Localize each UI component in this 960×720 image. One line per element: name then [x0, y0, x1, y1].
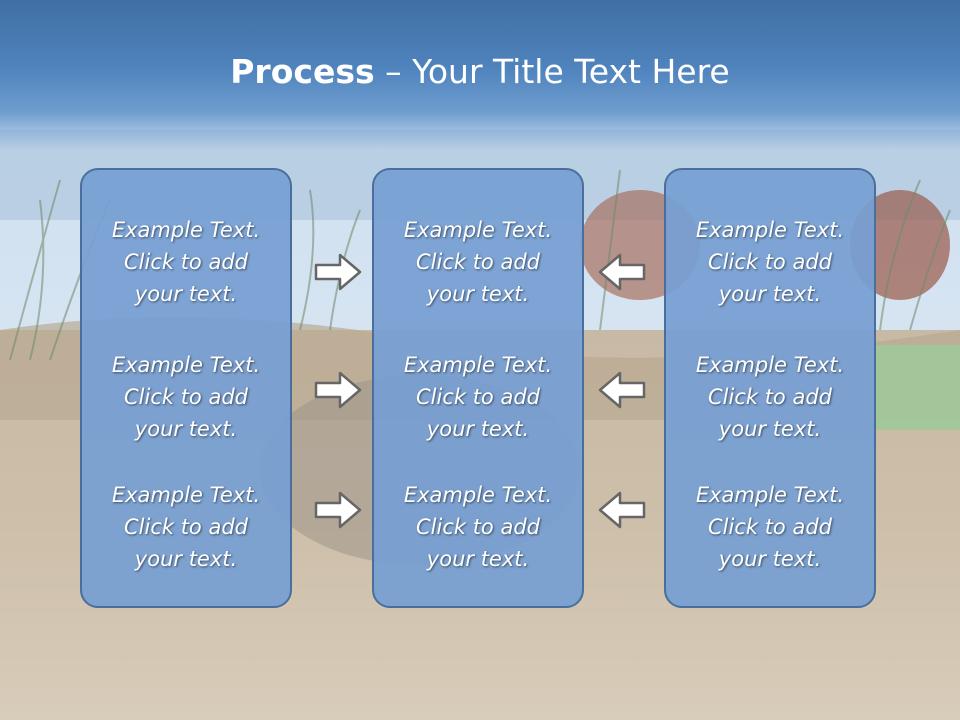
text-placeholder[interactable]: Example Text. Click to add your text.: [374, 349, 582, 445]
right-arrow-icon[interactable]: [314, 252, 362, 292]
text-line: Example Text.: [695, 483, 845, 507]
left-arrow-icon[interactable]: [598, 252, 646, 292]
text-placeholder[interactable]: Example Text. Click to add your text.: [666, 479, 874, 575]
text-line: Click to add: [123, 385, 248, 409]
text-line: Example Text.: [111, 218, 261, 242]
text-placeholder[interactable]: Example Text. Click to add your text.: [374, 479, 582, 575]
text-line: Example Text.: [403, 483, 553, 507]
text-line: Click to add: [707, 385, 832, 409]
right-arrow-icon[interactable]: [314, 370, 362, 410]
text-line: Example Text.: [695, 353, 845, 377]
text-line: Click to add: [415, 385, 540, 409]
text-line: Example Text.: [403, 353, 553, 377]
text-line: Click to add: [415, 250, 540, 274]
text-line: Click to add: [123, 515, 248, 539]
text-line: your text.: [426, 282, 530, 306]
text-line: Example Text.: [695, 218, 845, 242]
text-line: Click to add: [123, 250, 248, 274]
text-line: your text.: [426, 547, 530, 571]
text-line: Click to add: [707, 250, 832, 274]
text-placeholder[interactable]: Example Text. Click to add your text.: [82, 479, 290, 575]
slide-title-rest: – Your Title Text Here: [374, 52, 730, 91]
text-line: Example Text.: [111, 353, 261, 377]
text-line: your text.: [426, 417, 530, 441]
process-panel-left[interactable]: Example Text. Click to add your text. Ex…: [80, 168, 292, 608]
text-line: Example Text.: [111, 483, 261, 507]
text-line: Click to add: [415, 515, 540, 539]
text-placeholder[interactable]: Example Text. Click to add your text.: [82, 349, 290, 445]
text-placeholder[interactable]: Example Text. Click to add your text.: [666, 214, 874, 310]
slide-title-bold: Process: [230, 52, 375, 91]
text-line: Example Text.: [403, 218, 553, 242]
text-line: your text.: [134, 417, 238, 441]
process-panel-center[interactable]: Example Text. Click to add your text. Ex…: [372, 168, 584, 608]
text-line: your text.: [134, 547, 238, 571]
text-line: your text.: [134, 282, 238, 306]
text-line: your text.: [718, 417, 822, 441]
text-placeholder[interactable]: Example Text. Click to add your text.: [374, 214, 582, 310]
text-placeholder[interactable]: Example Text. Click to add your text.: [82, 214, 290, 310]
left-arrow-icon[interactable]: [598, 370, 646, 410]
text-line: your text.: [718, 282, 822, 306]
slide-title[interactable]: Process – Your Title Text Here: [0, 52, 960, 91]
right-arrow-icon[interactable]: [314, 490, 362, 530]
text-line: your text.: [718, 547, 822, 571]
title-bar: [0, 0, 960, 150]
text-line: Click to add: [707, 515, 832, 539]
left-arrow-icon[interactable]: [598, 490, 646, 530]
process-panel-right[interactable]: Example Text. Click to add your text. Ex…: [664, 168, 876, 608]
text-placeholder[interactable]: Example Text. Click to add your text.: [666, 349, 874, 445]
